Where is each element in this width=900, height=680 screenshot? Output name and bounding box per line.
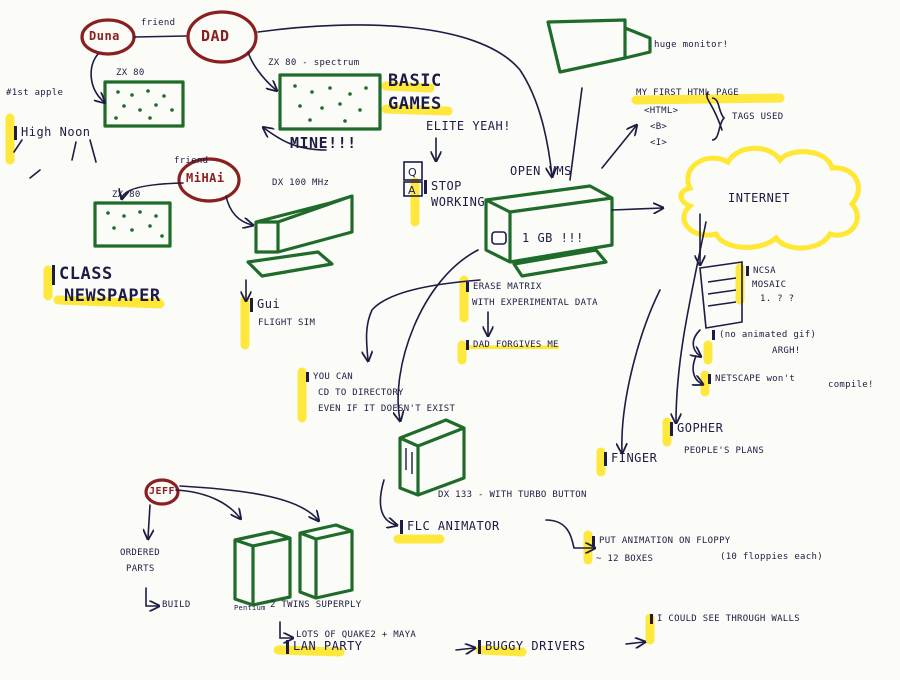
dx100-computer [254, 194, 354, 254]
floppies-label: (10 floppies each) [720, 552, 823, 562]
boxes-label: ~ 12 BOXES [596, 554, 654, 564]
newspaper-label: NEWSPAPER [64, 286, 161, 307]
one-gb-label: 1 GB !!! [522, 231, 584, 245]
high-noon-label: High Noon [14, 125, 91, 140]
cd-label-1: YOU CAN [306, 372, 353, 383]
tags-brace [711, 97, 726, 141]
see-through-walls-label: I COULD SEE THROUGH WALLS [650, 614, 800, 625]
ncsa-window [699, 261, 743, 329]
finger-label: FINGER [604, 451, 657, 466]
build-label: BUILD [162, 600, 191, 610]
dx100-keyboard [246, 250, 334, 278]
jeff-label: JEFF [149, 486, 176, 497]
huge-monitor-label: huge monitor! [654, 40, 729, 50]
dad-label: DAD [201, 27, 230, 45]
ordered-label: ORDERED [120, 548, 161, 558]
dad-circle [186, 10, 258, 64]
first-apple-label: #1st apple [6, 88, 64, 98]
erase-label: ERASE MATRIX [466, 282, 542, 293]
cd-label-3: EVEN IF IT DOESN'T EXIST [318, 404, 456, 414]
zx80-top-label: ZX 80 [116, 68, 145, 78]
tags-used-label: TAGS USED [732, 112, 784, 122]
plans-label: PEOPLE'S PLANS [684, 446, 765, 456]
flight-sim-label: FLIGHT SIM [258, 318, 316, 328]
computers [93, 18, 652, 607]
mine-label: MINE!!! [290, 134, 357, 152]
openvms-label: OPEN VMS [510, 164, 572, 178]
stop-label: STOP [424, 179, 462, 194]
duna-label: Duna [89, 29, 120, 43]
flc-animator-label: FLC ANIMATOR [400, 519, 500, 534]
tag-html: <HTML> [644, 106, 679, 116]
quake-label: LOTS OF QUAKE2 + MAYA [296, 630, 417, 640]
dx133-tower [398, 418, 466, 497]
games-label: GAMES [388, 94, 442, 114]
openvms-computer [484, 184, 614, 264]
mosaic-label: MOSAIC [752, 280, 787, 290]
ncsa-label: NCSA [746, 266, 776, 277]
pentium-twin-1 [233, 530, 292, 607]
tag-i: <I> [650, 138, 668, 148]
basic-label: BASIC [388, 71, 442, 91]
tag-b: <B> [650, 122, 668, 132]
friend-label-2: friend [174, 156, 209, 166]
dad-forgives-label: DAD FORGIVES ME [466, 340, 559, 351]
floppy-label: PUT ANIMATION ON FLOPPY [592, 536, 731, 547]
erase-label-2: WITH EXPERIMENTAL DATA [472, 298, 598, 308]
internet-label: INTERNET [728, 191, 790, 205]
mihai-circle [177, 157, 241, 203]
connectors [13, 24, 723, 650]
zx80-spectrum-label: ZX 80 - spectrum [268, 58, 360, 68]
gopher-label: GOPHER [670, 421, 723, 436]
zx80-mihai-computer [93, 201, 172, 248]
pentium-twin-2 [298, 523, 354, 600]
mosaic-version-label: 1. ? ? [760, 294, 795, 304]
elite-label: ELITE YEAH! [426, 119, 511, 133]
zx80-mihai-label: ZX 80 [112, 190, 141, 200]
working-label: WORKING [431, 195, 486, 209]
monitor-huge [546, 18, 652, 74]
jeff-circle [144, 478, 180, 506]
dx100-label: DX 100 MHz [272, 178, 330, 188]
svg-text:Q: Q [408, 166, 417, 179]
compile-label: compile! [828, 380, 874, 390]
argh-label: ARGH! [772, 346, 801, 356]
person-circles [80, 10, 258, 506]
class-label: CLASS [52, 264, 113, 285]
dx133-vents [405, 448, 413, 474]
zx80-spectrum-computer [278, 73, 382, 131]
mihai-label: MiHAi [186, 171, 225, 185]
cd-label-2: CD TO DIRECTORY [318, 388, 404, 398]
svg-text:A: A [408, 184, 416, 197]
no-gif-label: (no animated gif) [712, 330, 816, 341]
lan-party-label: LAN PARTY [286, 639, 363, 654]
pentium-label: Pentium [234, 604, 266, 612]
gui-label: Gui [250, 297, 280, 312]
twins-label: 2 TWINS SUPERPLY [270, 600, 362, 610]
html-page-label: MY FIRST HTML PAGE [636, 88, 739, 98]
dx133-label: DX 133 - WITH TURBO BUTTON [438, 490, 587, 500]
buggy-drivers-label: BUGGY DRIVERS [478, 639, 585, 654]
friend-label: friend [141, 18, 176, 28]
internet-cloud [678, 145, 861, 251]
screen-dots [106, 84, 368, 238]
disk-icon: Q A [403, 161, 507, 245]
openvms-keyboard [512, 248, 608, 278]
netscape-label: NETSCAPE won't [708, 374, 795, 385]
parts-label: PARTS [126, 564, 155, 574]
